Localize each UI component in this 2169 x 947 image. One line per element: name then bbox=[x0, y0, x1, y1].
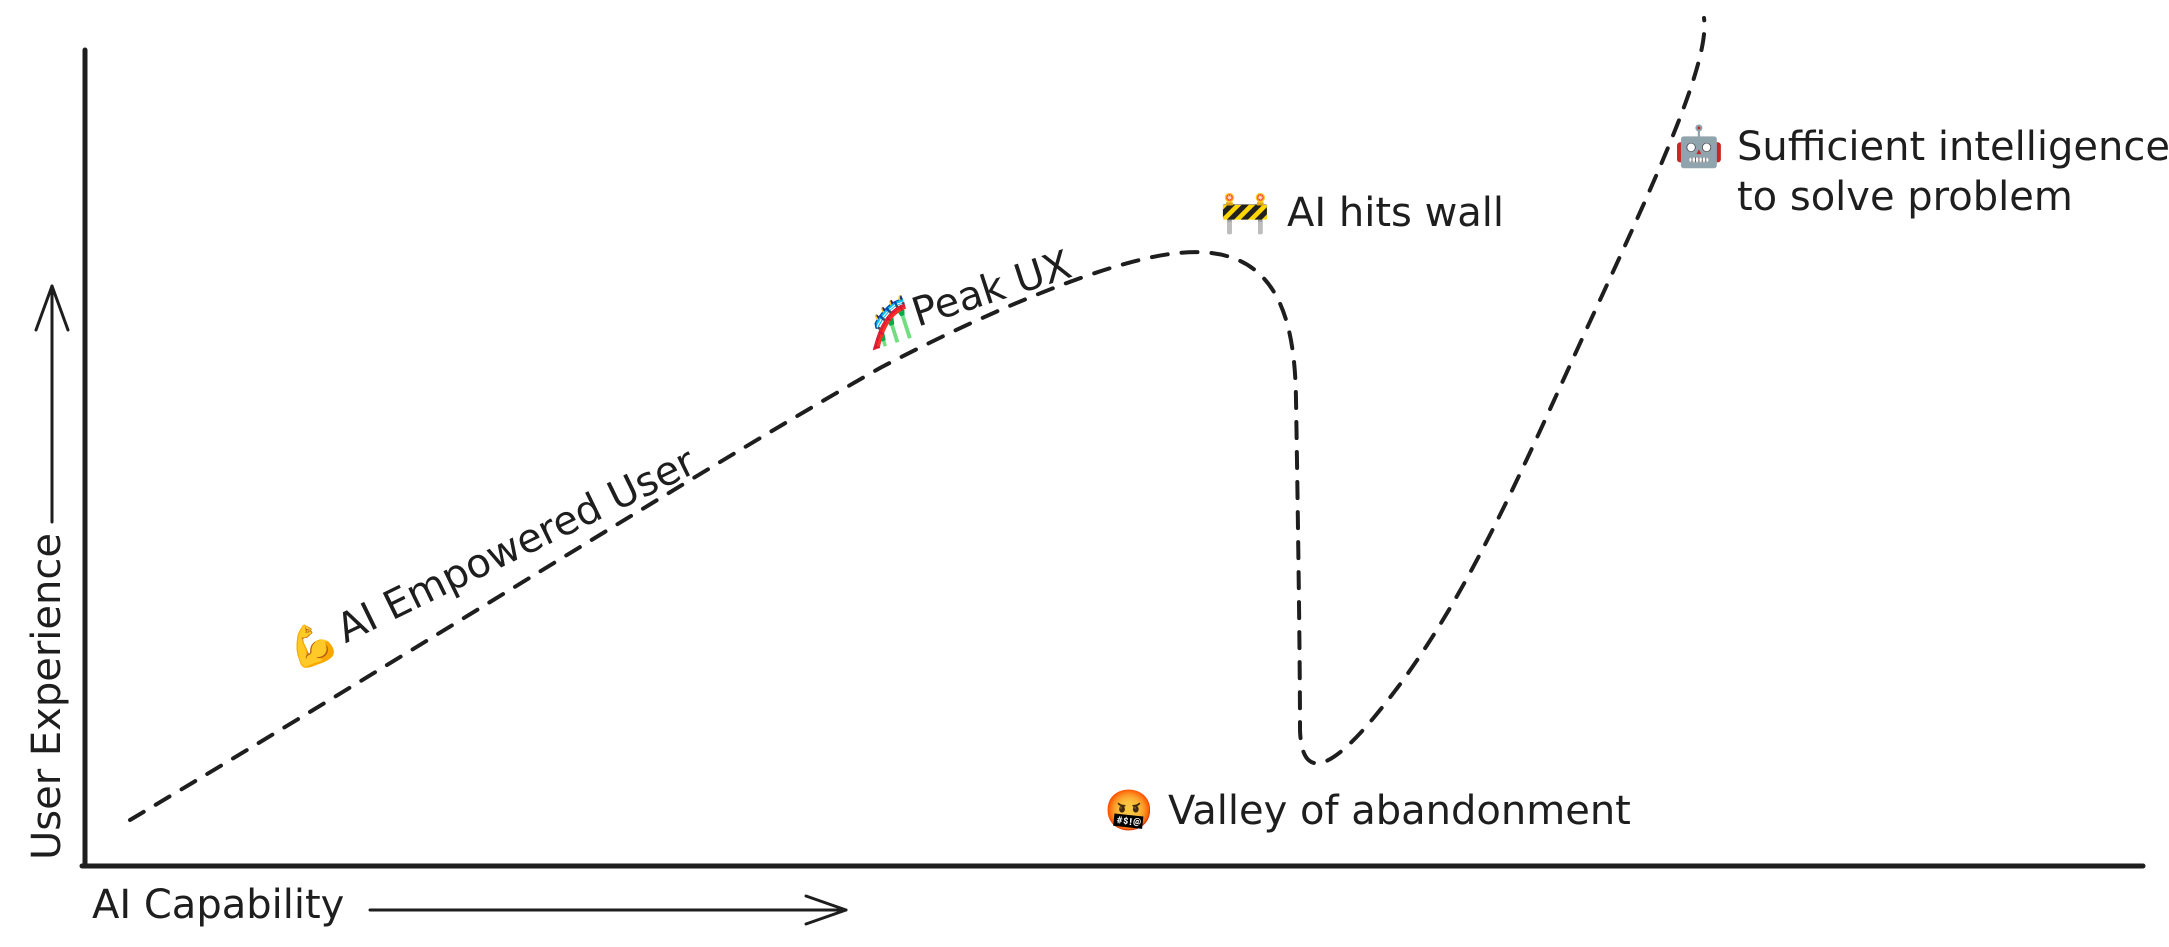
x-axis-arrow bbox=[368, 894, 848, 926]
cursing-face-icon: 🤬 bbox=[1104, 788, 1154, 834]
annotation-empowered-label: AI Empowered User bbox=[330, 439, 704, 653]
y-axis-arrow bbox=[34, 284, 70, 524]
x-axis-label: AI Capability bbox=[92, 882, 344, 928]
annotation-valley-label: Valley of abandonment bbox=[1168, 788, 1631, 834]
robot-face-icon: 🤖 bbox=[1674, 123, 1724, 170]
annotation-peak-label: Peak UX bbox=[906, 242, 1077, 337]
ux-curve bbox=[128, 16, 1707, 822]
annotation-peak: 🎢 Peak UX bbox=[857, 242, 1077, 353]
y-axis-label: User Experience bbox=[24, 533, 70, 860]
annotation-empowered: 💪 AI Empowered User bbox=[279, 439, 704, 677]
construction-barrier-icon: 🚧 bbox=[1220, 190, 1270, 236]
annotation-wall-label: AI hits wall bbox=[1287, 190, 1504, 236]
annotation-sufficient-line2: to solve problem bbox=[1737, 174, 2073, 220]
annotation-sufficient-line1: Sufficient intelligence bbox=[1737, 124, 2169, 170]
